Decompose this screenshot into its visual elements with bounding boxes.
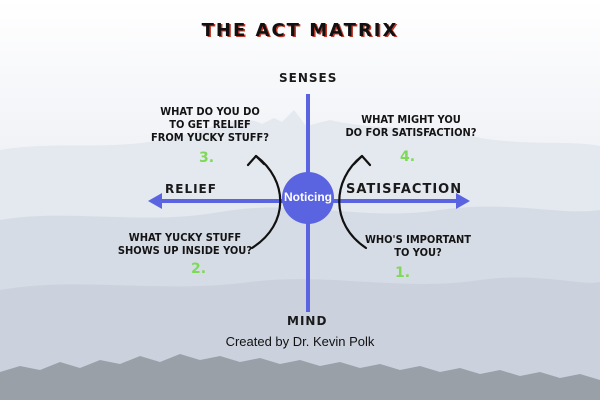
question-line: DO FOR SATISFACTION?: [345, 126, 477, 139]
foreground-treeline: [0, 354, 600, 400]
quadrant-1-number: 1.: [395, 265, 411, 281]
right-curved-arrow: [338, 154, 368, 250]
quadrant-3-number: 3.: [199, 150, 215, 166]
quadrant-2-number: 2.: [191, 261, 207, 277]
right-arrowhead: [456, 193, 470, 209]
quadrant-2-question: WHAT YUCKY STUFF SHOWS UP INSIDE YOU?: [110, 231, 260, 257]
question-line: TO YOU?: [394, 246, 442, 259]
left-arrowhead: [148, 193, 162, 209]
axis-label-senses: SENSES: [279, 71, 338, 85]
quadrant-4-question: WHAT MIGHT YOU DO FOR SATISFACTION?: [336, 113, 486, 139]
page-title: THE ACT MATRIX: [201, 20, 399, 41]
axis-label-relief: RELIEF: [165, 182, 217, 196]
noticing-circle: [282, 172, 334, 224]
question-line: WHAT MIGHT YOU: [361, 113, 461, 126]
question-line: WHAT YUCKY STUFF: [128, 231, 242, 244]
curved-arrows: [246, 154, 372, 250]
noticing-label: Noticing: [284, 190, 332, 204]
question-line: SHOWS UP INSIDE YOU?: [117, 244, 253, 257]
question-line: WHAT DO YOU DO: [160, 105, 260, 118]
right-curved-arrowhead: [352, 154, 372, 167]
axis-label-mind: MIND: [287, 314, 328, 328]
left-curved-arrow: [250, 154, 282, 250]
credit-line: Created by Dr. Kevin Polk: [225, 334, 375, 349]
question-line: FROM YUCKY STUFF?: [150, 131, 269, 144]
quadrant-1-question: WHO'S IMPORTANT TO YOU?: [358, 233, 478, 259]
axis-label-satisfaction: SATISFACTION: [346, 182, 463, 197]
quadrant-4-number: 4.: [400, 149, 416, 165]
question-line: TO GET RELIEF: [169, 118, 251, 131]
question-line: WHO'S IMPORTANT: [364, 233, 472, 246]
left-curved-arrowhead: [246, 154, 266, 167]
quadrant-3-question: WHAT DO YOU DO TO GET RELIEF FROM YUCKY …: [140, 105, 280, 144]
